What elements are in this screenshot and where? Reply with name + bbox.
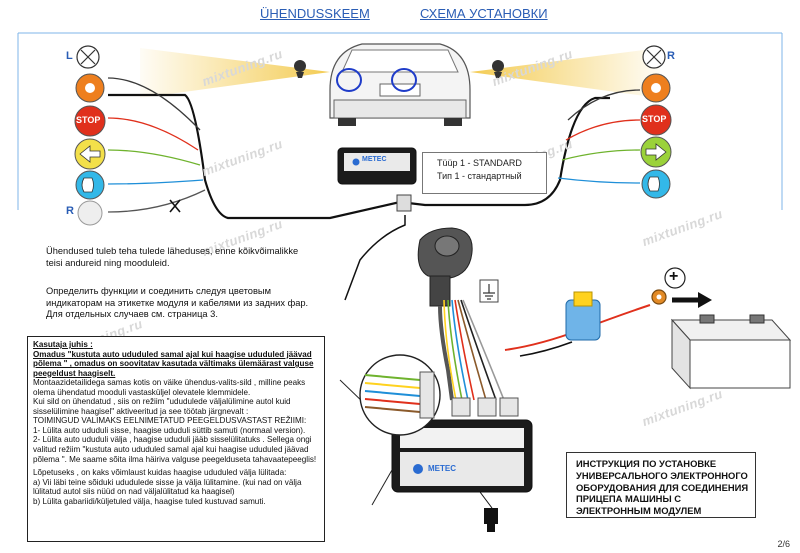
user-guide-p4: 1- Lülita auto ududuli sisse, haagise ud… (33, 425, 306, 435)
left-stop-label: STOP (76, 115, 101, 125)
user-guide-box: Kasutaja juhis : Omadus "kustuta auto ud… (27, 336, 325, 542)
type-estonian: Tüüp 1 - STANDARD (437, 158, 522, 168)
main-module-brand: METEC (428, 464, 456, 473)
user-guide-p5: 2- Lülita auto ududuli välja , haagise u… (33, 435, 317, 464)
small-module-illustration (337, 147, 417, 185)
user-guide-p8: b) Lülita gabariidi/küljetuled välja, ha… (33, 496, 266, 506)
reverse-label: R (66, 205, 74, 217)
plug-cable (438, 305, 454, 401)
main-module-illustration (391, 419, 533, 493)
title-russian: СХЕМА УСТАНОВКИ (420, 6, 548, 21)
small-module-brand: METEC (362, 156, 387, 163)
fuse-holder (565, 291, 601, 341)
left-light-beam (140, 48, 330, 98)
harness-connector (396, 194, 412, 212)
right-stop-label: STOP (642, 114, 667, 124)
user-guide-p6: Lõpetuseks , on kaks võimlaust kuidas ha… (33, 468, 287, 478)
user-guide-title: Kasutaja juhis : (33, 340, 93, 349)
user-guide-p1: Montaazidetailidega samas kotis on väike… (33, 378, 306, 397)
ring-terminal (651, 289, 667, 305)
note-estonian: Ühendused tuleb teha tulede läheduses, e… (46, 246, 299, 268)
harness-to-plug-wire (344, 215, 406, 301)
ground-symbol (479, 279, 499, 303)
module-type-box: Tüüp 1 - STANDARD Тип 1 - стандартный (422, 152, 547, 194)
connection-mark: X (171, 199, 180, 214)
left-taillight-highlight (336, 68, 362, 92)
right-taillight-highlight (391, 68, 417, 92)
bulb-icons (294, 60, 504, 78)
left-reverse-light-icon (77, 200, 103, 226)
title-estonian: ÜHENDUSSKEEM (260, 6, 370, 21)
wire-magnifier-callout (359, 354, 441, 436)
right-side-label: R (667, 50, 675, 62)
plus-circle (664, 267, 686, 289)
module-connectors (451, 397, 519, 417)
note-russian: Определить функции и соединить следуя цв… (46, 286, 309, 320)
left-side-label: L (66, 50, 73, 62)
user-guide-p7: a) Vii läbi teine sõiduki ududulede siss… (33, 477, 302, 497)
installation-instruction-box: ИНСТРУКЦИЯ ПО УСТАНОВКЕ УНИВЕРСАЛЬНОГО Э… (566, 452, 756, 518)
left-light-icons (74, 45, 106, 226)
user-guide-p2: Kui sild on ühendatud , siis on režiim "… (33, 397, 291, 416)
page-number: 2/6 (777, 539, 790, 549)
right-light-beam (470, 48, 660, 98)
type-russian: Тип 1 - стандартный (437, 171, 522, 181)
car-battery (670, 314, 792, 390)
right-stop-light-icon (640, 104, 672, 136)
selection-bridge (479, 491, 498, 532)
user-guide-p3: TOIMINGUD VALIMAKS EELNIMETATUD PEEGELDU… (33, 416, 307, 426)
trailer-socket-plug (417, 227, 473, 307)
left-fan-wires (107, 77, 206, 213)
right-light-icons (640, 45, 672, 199)
power-wire-black (519, 341, 573, 357)
right-fan-wires (557, 89, 641, 184)
car-rear-illustration (329, 43, 471, 126)
left-stop-light-icon (74, 105, 106, 137)
battery-plus-sign: + (669, 268, 679, 285)
module-input-wires (443, 299, 505, 401)
user-guide-feature: Omadus "kustuta auto ududuled samal ajal… (33, 349, 314, 378)
callout-line-1 (371, 469, 393, 506)
